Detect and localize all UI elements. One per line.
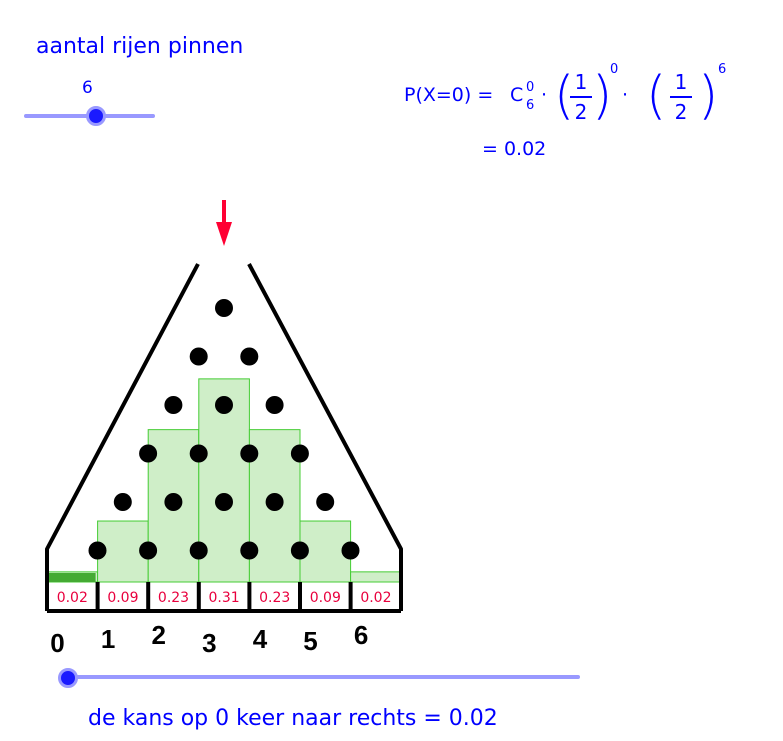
formula-fraction-2: 1 2 [670,70,692,124]
pin [139,541,158,560]
formula-exponent-2: 6 [718,62,727,77]
pin [189,347,208,366]
pin [240,444,259,463]
formula-result-line: = 0.02 [482,138,547,160]
pins [88,299,360,560]
probability-label-5: 0.09 [310,590,341,606]
probability-label-2: 0.23 [158,590,189,606]
pin [189,444,208,463]
pin [290,541,309,560]
bin-label-5: 5 [303,626,318,656]
pin [240,347,259,366]
pin [164,493,183,511]
formula-paren-close-2: ) [698,66,719,126]
drop-arrow-head [216,222,232,246]
probability-label-1: 0.09 [107,590,138,606]
rows-slider-label: aantal rijen pinnen [36,34,244,59]
pin [88,541,107,560]
formula-fraction-1-denominator: 2 [574,99,588,124]
formula-exponent-1: 0 [610,62,619,77]
formula-dot-1: · [541,84,548,106]
selected-bin-highlight [49,573,96,582]
board-walls [45,263,403,613]
pin [316,493,335,511]
board-right-wall [247,263,403,611]
pin [265,396,284,414]
rows-slider-value: 6 [82,78,93,98]
formula-fraction-2-numerator: 1 [674,70,688,94]
probability-label-4: 0.23 [259,590,290,606]
bin-label-4: 4 [252,624,268,654]
formula-combination-sub: 6 [526,98,535,113]
formula-combination-symbol: C [510,84,524,106]
bin-label-6: 6 [353,620,369,650]
pin [215,396,233,414]
pin [265,493,284,511]
board-left-wall [45,263,200,611]
pin [139,444,158,463]
bin-label-2: 2 [151,620,166,650]
bin-label-0: 0 [50,628,65,658]
formula-paren-open-2: ( [646,66,667,126]
bin-label-1: 1 [100,624,116,654]
probability-formula: P(X=0) = C 0 6 · ( 1 2 ) 0 · ( 1 2 ) 6 =… [404,62,764,172]
formula-fraction-2-bar [670,96,692,98]
pin [164,396,183,414]
probability-bar-6 [350,571,402,583]
pin [215,299,233,317]
formula-fraction-1-numerator: 1 [574,70,588,94]
pin [113,493,132,511]
result-text: de kans op 0 keer naar rechts = 0.02 [88,706,498,731]
bin-label-3: 3 [202,628,217,658]
pin [189,541,208,560]
formula-fraction-1: 1 2 [570,70,592,124]
probability-labels: 0.02 0.09 0.23 0.31 0.23 0.09 0.02 [57,590,392,606]
k-slider-knob[interactable] [58,668,78,688]
formula-combination-sup: 0 [526,80,535,95]
formula-dot-2: · [622,84,629,106]
rows-slider-knob[interactable] [86,106,107,126]
pin [290,444,309,463]
k-slider-track[interactable] [68,675,580,679]
probability-label-6: 0.02 [360,590,391,606]
pin [240,541,259,560]
formula-fraction-1-bar [570,96,592,98]
formula-fraction-2-denominator: 2 [674,99,688,124]
probability-label-0: 0.02 [57,590,88,606]
pin [341,541,360,560]
formula-paren-close-1: ) [592,66,613,126]
probability-label-3: 0.31 [209,590,240,606]
pin [215,493,233,511]
formula-lhs: P(X=0) = [404,84,494,106]
bin-dividers [95,582,353,611]
formula-paren-open-1: ( [554,66,575,126]
drop-arrow [216,200,232,246]
